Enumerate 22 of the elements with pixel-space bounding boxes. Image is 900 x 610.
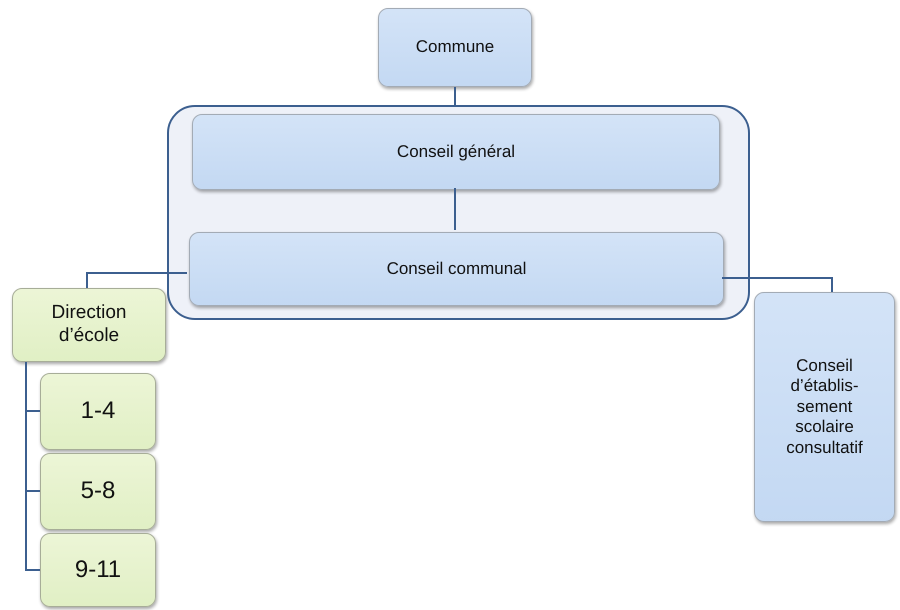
org-box bbox=[754, 292, 895, 522]
org-box bbox=[192, 114, 720, 190]
box-label: Conseil communal bbox=[386, 258, 528, 280]
unit-box bbox=[40, 533, 156, 607]
connector-line bbox=[454, 188, 456, 230]
box-label: 5-8 bbox=[80, 477, 116, 506]
group-frame bbox=[167, 105, 750, 320]
connector-line bbox=[722, 277, 833, 292]
box-label: 1-4 bbox=[80, 397, 116, 426]
org-box bbox=[189, 232, 724, 306]
connector-line bbox=[25, 362, 40, 571]
box-label: Conseil général bbox=[396, 142, 516, 162]
box-label: 9-11 bbox=[74, 556, 122, 584]
box-label: Direction d’école bbox=[50, 302, 128, 348]
unit-box bbox=[40, 453, 156, 530]
connector-line bbox=[454, 87, 456, 105]
box-label: Conseil d’établis- sement scolaire consultatif bbox=[785, 356, 864, 458]
org-box bbox=[378, 8, 532, 87]
box-label: Commune bbox=[414, 37, 496, 58]
connector-line bbox=[86, 272, 187, 288]
unit-box bbox=[12, 288, 166, 362]
unit-box bbox=[40, 373, 156, 450]
